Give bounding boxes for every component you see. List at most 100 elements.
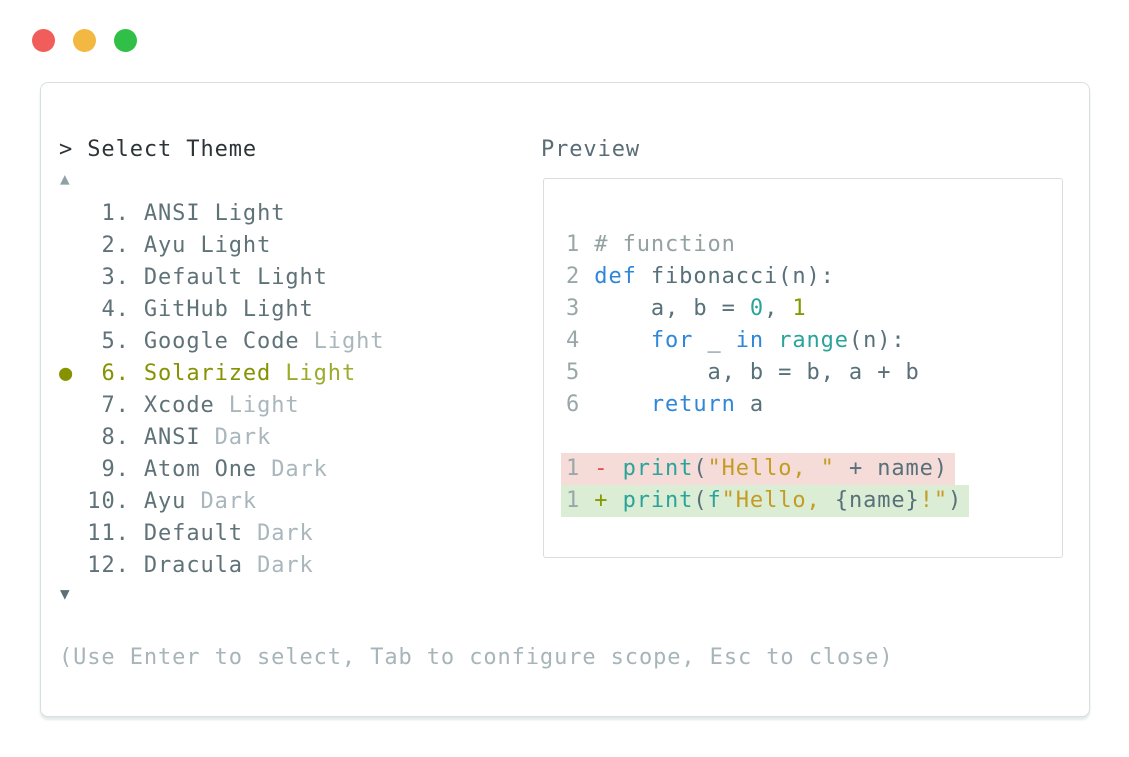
code-token: 1 (566, 456, 595, 481)
code-token: fibonacci(n): (636, 264, 835, 289)
theme-option-space (186, 233, 200, 258)
theme-option-space (257, 457, 271, 482)
theme-option-variant: Light (257, 265, 328, 290)
theme-option-variant: Dark (271, 457, 328, 482)
code-line-content: 1 # function (561, 229, 743, 261)
code-token (764, 328, 778, 353)
code-token: _ (693, 328, 736, 353)
code-line: 3 a, b = 0, 1 (566, 293, 969, 325)
code-line-content: 1 + print(f"Hello, {name}!") (561, 485, 970, 517)
code-line: 5 a, b = b, a + b (566, 357, 969, 389)
theme-option-variant: Dark (257, 521, 314, 546)
code-token: ( (693, 456, 708, 481)
selected-bullet-icon (59, 489, 73, 514)
dialog-title: > Select Theme (59, 137, 258, 162)
selected-bullet-icon (59, 297, 73, 322)
scroll-down-indicator[interactable]: ▼ (60, 584, 70, 603)
theme-option-number: 5. (73, 329, 144, 354)
theme-option-number: 7. (73, 393, 144, 418)
code-token: a (735, 392, 765, 417)
code-token: f (707, 488, 722, 513)
theme-option-number: 12. (73, 553, 144, 578)
code-token: "Hello, " (707, 456, 835, 481)
code-token: 2 (566, 264, 595, 289)
theme-option-number: 8. (73, 425, 144, 450)
theme-option-number: 9. (73, 457, 144, 482)
code-token: !" (919, 488, 948, 513)
theme-option-number: 1. (73, 201, 144, 226)
minimize-window-button[interactable] (73, 29, 96, 52)
code-line (566, 421, 969, 453)
theme-picker-window: > Select Theme Preview ▲ 1. ANSI Light 2… (40, 82, 1090, 717)
theme-option-name: Solarized (143, 361, 272, 386)
code-line-content: 5 a, b = b, a + b (561, 357, 927, 389)
theme-option-space (186, 489, 200, 514)
selected-bullet-icon (59, 201, 73, 226)
theme-option-variant: Light (228, 393, 300, 418)
code-token: a, b = (594, 296, 750, 321)
code-token: print (622, 456, 694, 481)
code-line: 4 for _ in range(n): (566, 325, 969, 357)
selected-bullet-icon (59, 233, 73, 258)
theme-option-11[interactable]: 11. Default Dark (59, 518, 384, 550)
theme-option-name: GitHub (143, 297, 229, 322)
code-line-content: 1 - print("Hello, " + name) (561, 453, 955, 485)
preview-label: Preview (541, 137, 641, 162)
close-window-button[interactable] (32, 29, 55, 52)
code-token: + (594, 488, 623, 513)
code-line: 6 return a (566, 389, 969, 421)
theme-option-7[interactable]: 7. Xcode Light (59, 390, 384, 422)
theme-option-name: Ayu (143, 489, 187, 514)
code-token: (n): (848, 328, 906, 353)
diff-line: 1 - print("Hello, " + name) (561, 453, 969, 485)
theme-option-space (243, 553, 257, 578)
theme-option-9[interactable]: 9. Atom One Dark (59, 454, 384, 486)
theme-option-variant: Light (200, 233, 272, 258)
theme-option-number: 6. (73, 361, 144, 386)
selected-bullet-icon (59, 457, 73, 482)
code-token: , (764, 296, 793, 321)
maximize-window-button[interactable] (114, 29, 137, 52)
code-line-content: 6 return a (561, 389, 771, 421)
theme-option-12[interactable]: 12. Dracula Dark (59, 550, 384, 582)
theme-option-space (215, 393, 229, 418)
theme-option-6[interactable]: ● 6. Solarized Light (59, 358, 384, 390)
selected-bullet-icon (59, 393, 73, 418)
code-line-content: 2 def fibonacci(n): (561, 261, 842, 293)
code-token: 1 (566, 232, 595, 257)
window-controls (32, 29, 137, 52)
code-token: in (735, 328, 765, 353)
scroll-up-indicator[interactable]: ▲ (60, 169, 70, 188)
code-token: return (650, 392, 736, 417)
theme-option-name: Dracula (143, 553, 243, 578)
theme-option-variant: Light (214, 201, 286, 226)
code-line: 1 # function (566, 229, 969, 261)
theme-option-5[interactable]: 5. Google Code Light (59, 326, 384, 358)
theme-option-1[interactable]: 1. ANSI Light (59, 198, 384, 230)
theme-option-name: Atom One (143, 457, 258, 482)
theme-option-2[interactable]: 2. Ayu Light (59, 230, 384, 262)
theme-option-variant: Dark (214, 425, 272, 450)
theme-option-number: 10. (73, 489, 144, 514)
code-token: a, b = b, a + b (594, 360, 920, 385)
theme-option-10[interactable]: 10. Ayu Dark (59, 486, 384, 518)
selected-bullet-icon (59, 521, 73, 546)
theme-option-name: ANSI (143, 201, 201, 226)
theme-option-number: 4. (73, 297, 144, 322)
code-token: "Hello, (721, 488, 835, 513)
theme-option-3[interactable]: 3. Default Light (59, 262, 384, 294)
theme-option-variant: Dark (257, 553, 314, 578)
code-token: 1 (792, 296, 807, 321)
code-token: range (778, 328, 849, 353)
theme-option-space (200, 201, 214, 226)
theme-option-name: Google Code (143, 329, 300, 354)
code-token: ) (947, 488, 963, 513)
selected-bullet-icon (59, 553, 73, 578)
selected-bullet-icon (59, 265, 73, 290)
code-token: 5 (566, 360, 595, 385)
theme-option-4[interactable]: 4. GitHub Light (59, 294, 384, 326)
theme-option-space (243, 521, 257, 546)
theme-option-8[interactable]: 8. ANSI Dark (59, 422, 384, 454)
theme-option-variant: Light (285, 361, 357, 386)
